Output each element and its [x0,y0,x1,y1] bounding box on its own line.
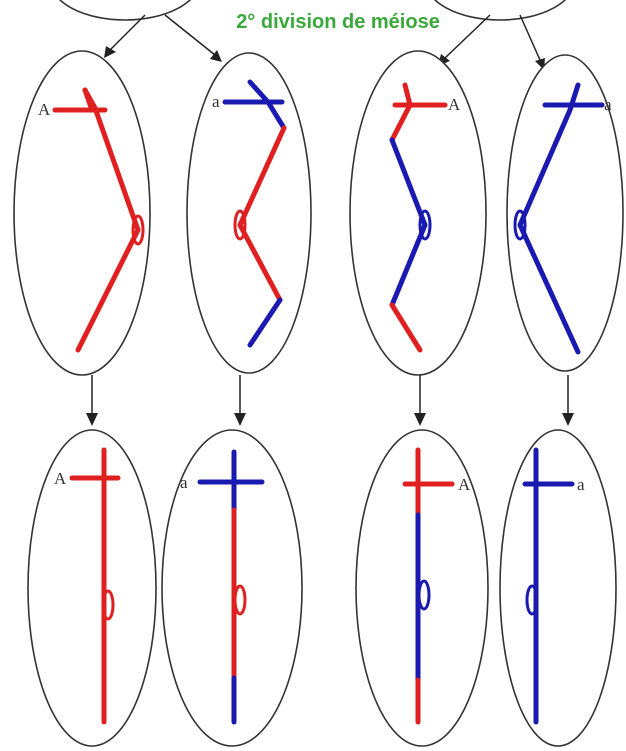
metaphase-cell-3: A [350,51,486,375]
arrow-parent-right-to-cell-3 [445,15,490,58]
allele-label: A [38,100,51,119]
gamete-4: a [500,430,616,746]
arrowhead-gamete-3 [414,413,426,426]
allele-label: A [458,475,471,494]
metaphase-cell-1: A [14,51,150,375]
arrow-parent-left-to-cell-2 [165,15,215,55]
allele-label: A [448,95,461,114]
arrowhead-cell-1 [104,46,116,58]
stage-title: 2° division de méiose [236,11,440,33]
arrowhead-gamete-4 [562,413,574,426]
metaphase-cell-4: a [507,55,623,371]
arrow-parent-right-to-cell-4 [520,15,540,60]
division-arrows-middle [86,375,574,426]
allele-label: a [180,473,188,492]
arrowhead-gamete-1 [86,413,98,426]
gamete-3: A [356,430,488,746]
gamete-2: a [162,430,302,746]
allele-label: a [577,475,585,494]
parent-cell-left [50,0,200,20]
allele-label: a [604,95,612,114]
arrowhead-gamete-2 [234,413,246,426]
cell-membrane [500,430,616,746]
allele-label: a [212,92,220,111]
parent-cell-right [425,0,575,20]
gamete-1: A [28,430,156,746]
allele-label: A [54,469,67,488]
metaphase-cell-2: a [187,53,311,373]
